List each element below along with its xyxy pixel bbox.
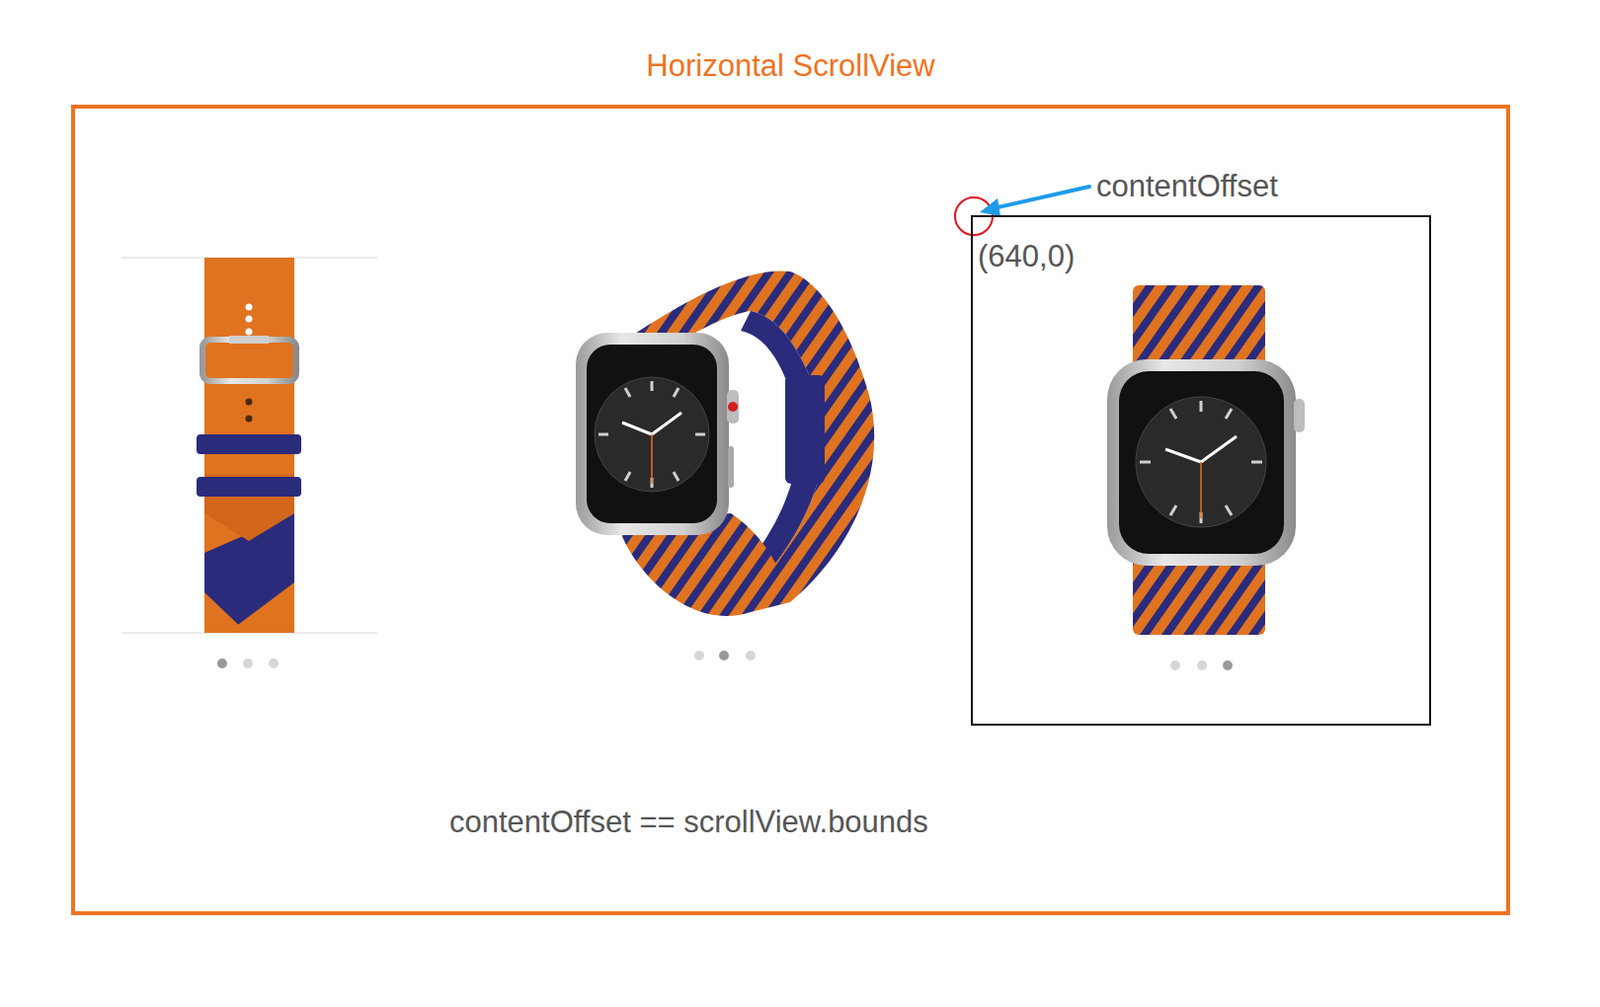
watch-side-image: [575, 270, 875, 661]
strap-image: [121, 257, 378, 669]
offset-coordinate: (640,0): [977, 238, 1075, 275]
watch-front-image: [1107, 285, 1305, 671]
offset-label: contentOffset: [1096, 167, 1279, 205]
scrollview-title: Horizontal ScrollView: [75, 47, 1507, 84]
equation-note: contentOffset == scrollView.bounds: [449, 803, 929, 841]
scrollview-frame: (640,0)Horizontal ScrollViewcontentOffse…: [71, 104, 1511, 916]
visible-bounds-box: (640,0): [970, 215, 1432, 726]
leader-line: [993, 186, 1090, 209]
leader-arrowhead: [979, 198, 1001, 217]
